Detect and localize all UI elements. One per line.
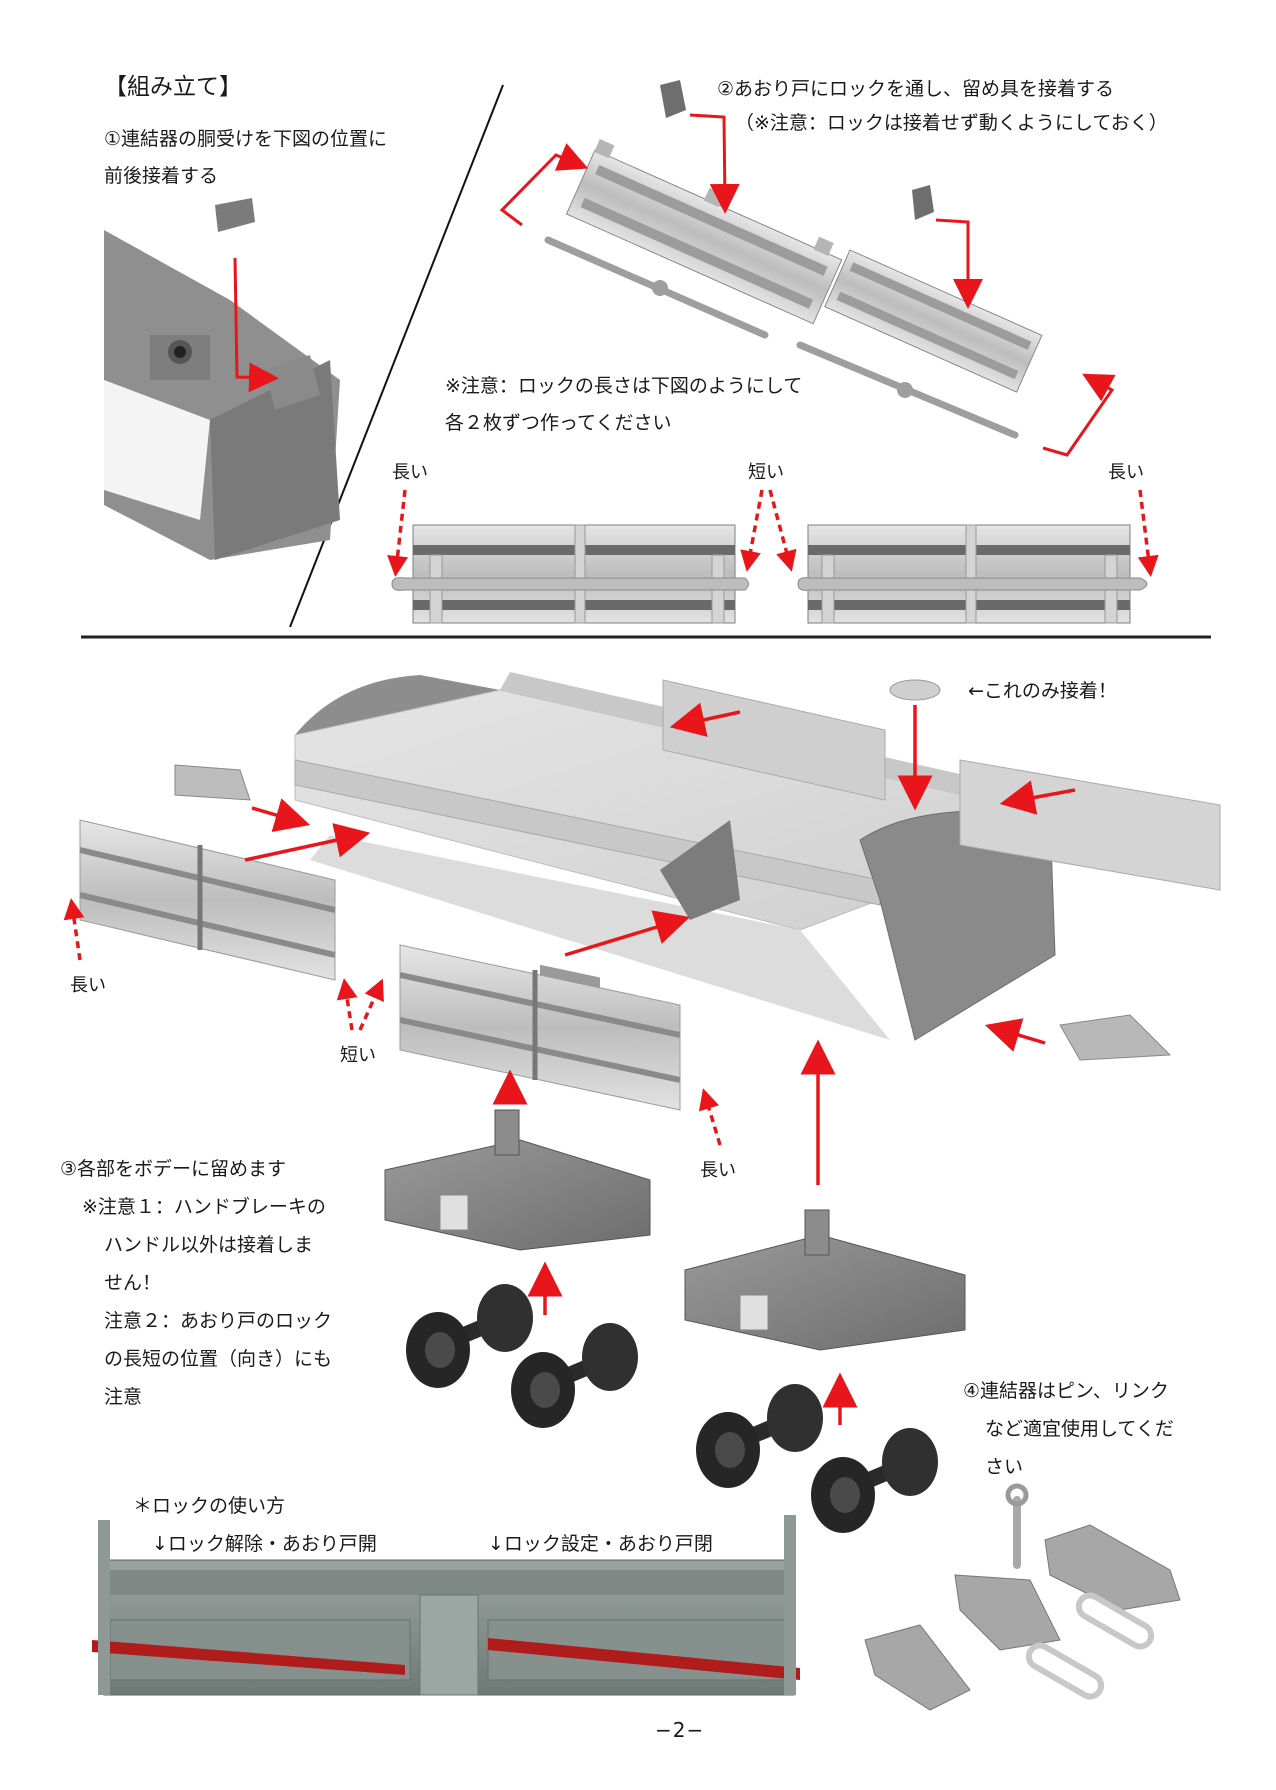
arrow-door-center — [564, 910, 691, 957]
step1-body-end — [104, 198, 340, 560]
wheelset-left-2 — [511, 1323, 638, 1428]
lock-lock-label: ↓ロック設定・あおり戸閉 — [488, 1533, 713, 1555]
dotted-arrow-mid-short-a — [336, 978, 358, 1031]
step2-heading: ②あおり戸にロックを通し、留め具を接着する — [717, 78, 1115, 100]
brake-wheel — [889, 679, 941, 701]
dotted-arrow-mid-short-b — [358, 978, 384, 1031]
coupler-right — [1059, 1014, 1172, 1061]
dotted-arrow-mid-long-left — [63, 898, 85, 961]
lock-usage-panel — [92, 1515, 800, 1696]
lock-unlock-label: ↓ロック解除・あおり戸開 — [152, 1533, 377, 1555]
step4-line-3: さい — [985, 1456, 1024, 1478]
wheelset-right-2 — [811, 1428, 938, 1533]
step2-door-lower — [824, 249, 1043, 393]
coupler-left — [174, 764, 251, 801]
dotted-arrow-short-a — [740, 489, 764, 572]
step1-line-2: 前後接着する — [104, 165, 219, 187]
label-long-mid-right: 長い — [700, 1160, 736, 1181]
step2-arrow-rod-upper — [499, 143, 589, 227]
wheelset-right-1 — [696, 1384, 823, 1488]
label-long-top-right: 長い — [1108, 462, 1144, 483]
step2-lock-rod-lower — [796, 341, 1019, 439]
step1-arrow — [233, 257, 279, 393]
far-side-wall — [662, 679, 886, 801]
bogie-left — [384, 1109, 651, 1251]
step3-line-4: せん！ — [104, 1272, 162, 1294]
section-title: 【組み立て】 — [104, 74, 242, 100]
step1-line-1: ①連結器の胴受けを下図の位置に — [104, 128, 388, 150]
label-long-top-left: 長い — [392, 462, 428, 483]
dotted-arrow-long-left — [387, 489, 408, 577]
arrow-end-wall — [999, 780, 1076, 815]
bogie-right — [684, 1209, 966, 1351]
step3-line-6: の長短の位置（向き）にも — [104, 1348, 333, 1370]
label-short-top: 短い — [748, 462, 784, 483]
door-left-loose — [79, 819, 336, 981]
page-number: −2− — [655, 1718, 705, 1742]
lock-length-note-1: ※注意：ロックの長さは下図のようにして — [445, 375, 803, 397]
step2-lock-rod-upper — [544, 236, 769, 339]
arrow-coupler-right — [984, 1018, 1046, 1052]
coupler-parts — [864, 1483, 1181, 1711]
glue-only-label: ←これのみ接着！ — [968, 680, 1117, 702]
step2-clip-lower — [912, 185, 934, 220]
arrow-door-left — [244, 823, 371, 862]
label-short-mid: 短い — [340, 1045, 376, 1066]
door-center-loose — [399, 944, 681, 1111]
wheelset-left-1 — [406, 1284, 533, 1388]
step2-note: （※注意：ロックは接着せず動くようにしておく） — [735, 112, 1168, 134]
dotted-arrow-mid-long-right — [698, 1088, 722, 1146]
step3-line-1: ③各部をボデーに留めます — [60, 1158, 287, 1180]
step2-arrow-clip-lower — [935, 218, 983, 309]
step2-arrow-clip-upper — [689, 113, 740, 214]
dotted-arrow-short-b — [768, 489, 797, 572]
main-car-body — [294, 672, 1056, 1093]
step2-arrow-rod-lower — [1042, 373, 1116, 457]
lock-length-door-right — [797, 524, 1148, 624]
lock-length-note-2: 各２枚ずつ作ってください — [445, 412, 672, 434]
label-long-mid-left: 長い — [70, 975, 106, 996]
step4-line-2: など適宜使用してくだ — [985, 1418, 1174, 1440]
step3-line-5: 注意２：あおり戸のロック — [104, 1310, 333, 1332]
arrow-far-wall — [669, 702, 741, 737]
step2-clip-upper — [660, 80, 686, 118]
step3-line-3: ハンドル以外は接着しま — [104, 1234, 314, 1256]
arrow-coupler-left — [251, 798, 311, 832]
lock-length-door-left — [391, 524, 749, 624]
step4-line-1: ④連結器はピン、リンク — [963, 1380, 1169, 1402]
step2-door-upper — [565, 139, 843, 325]
dotted-arrow-long-right — [1137, 489, 1159, 577]
step3-line-2: ※注意１：ハンドブレーキの — [82, 1196, 326, 1218]
step3-line-7: 注意 — [104, 1386, 143, 1408]
lock-usage-title: ＊ロックの使い方 — [133, 1495, 286, 1517]
